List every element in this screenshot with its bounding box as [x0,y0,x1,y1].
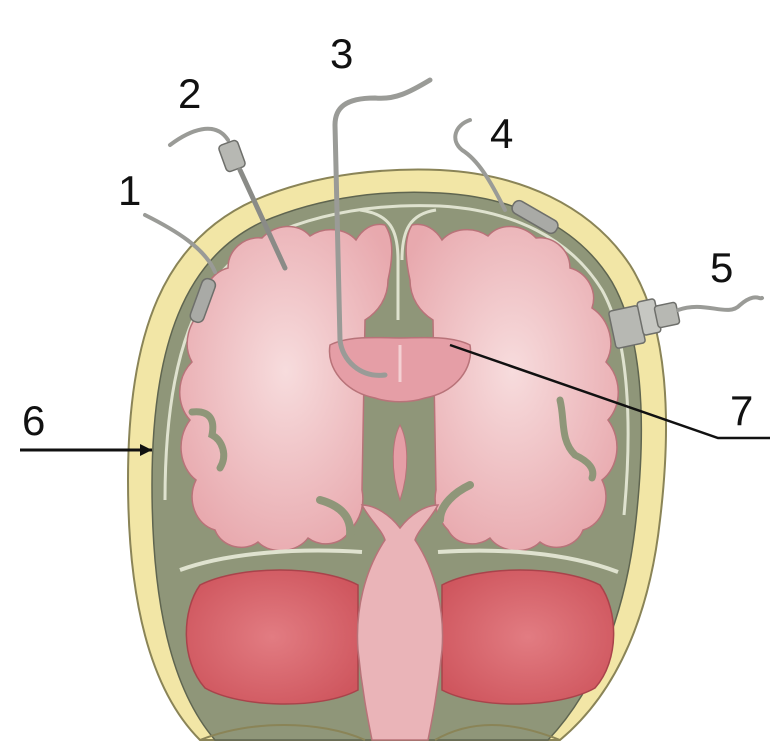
left-cerebellum [186,570,358,704]
corpus-callosum [368,322,430,334]
label-2: 2 [178,70,201,117]
right-cerebellum [442,570,614,704]
label-5: 5 [710,244,733,291]
label-7: 7 [730,387,753,434]
label-3: 3 [330,30,353,77]
label-6: 6 [22,397,45,444]
label-1: 1 [118,167,141,214]
label-4: 4 [490,110,513,157]
